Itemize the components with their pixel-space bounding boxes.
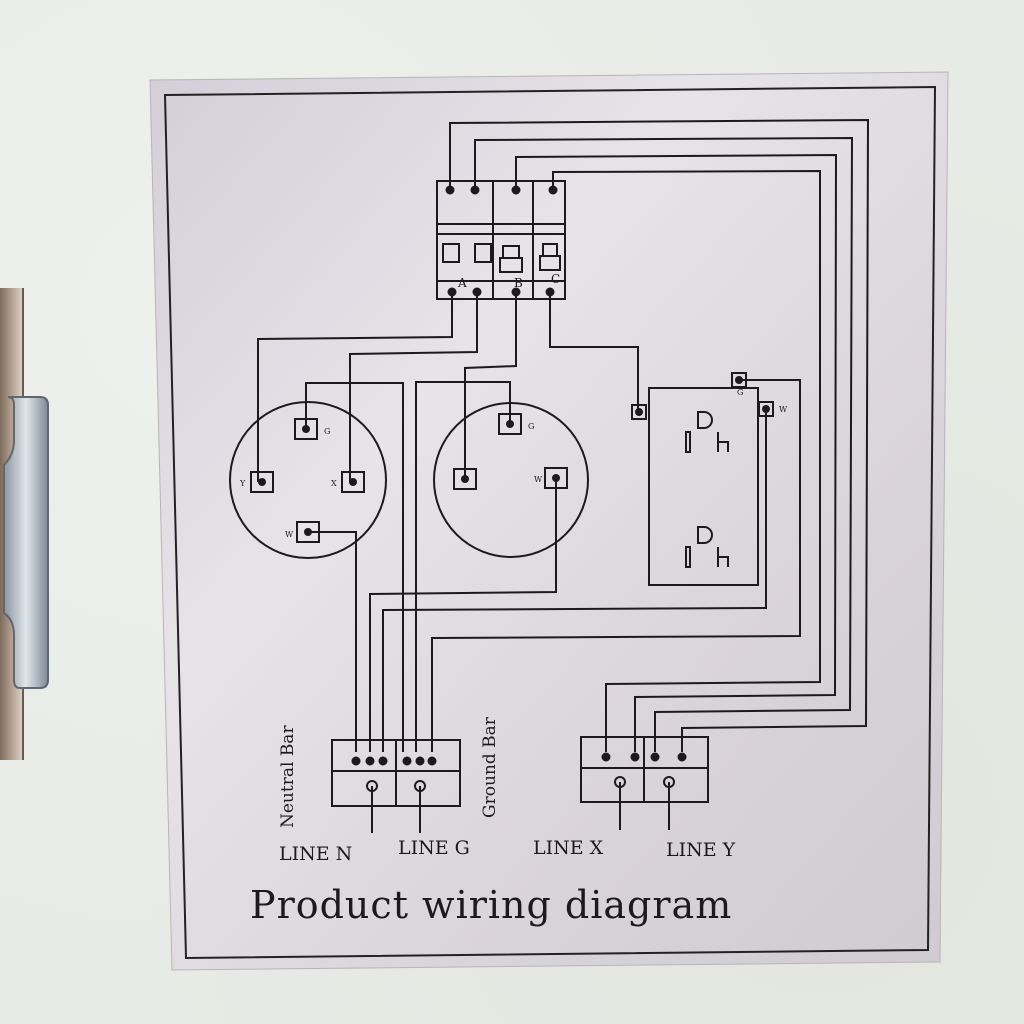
terminal-w-icon [296, 521, 320, 543]
breaker-label-c: C [551, 272, 560, 286]
terminal-x-icon [341, 471, 365, 493]
socket-left [229, 401, 387, 559]
sticker-border [163, 85, 937, 960]
duplex-outlet [631, 372, 774, 586]
circuit-breaker-block [436, 180, 566, 300]
terminal-g-icon [294, 418, 318, 440]
line-y-label: LINE Y [666, 839, 736, 861]
socket-middle-label-g: G [528, 422, 534, 431]
line-n-label: LINE N [279, 843, 352, 865]
breaker-label-a: A [457, 276, 467, 290]
breaker-label-b: B [514, 276, 523, 290]
socket-left-label-g: G [324, 427, 330, 436]
socket-left-label-w: W [285, 530, 294, 539]
terminal-g-icon [498, 413, 522, 435]
sticker-sheet [149, 71, 949, 971]
wire-group [257, 118, 870, 833]
ground-bar-label: Ground Bar [480, 716, 500, 818]
terminal-y-icon [250, 471, 274, 493]
socket-middle [433, 402, 589, 558]
socket-left-label-x: X [331, 479, 337, 488]
line-x-label: LINE X [533, 837, 604, 859]
diagram-title: Product wiring diagram [250, 883, 732, 927]
terminal-w-icon [544, 467, 568, 489]
neutral-ground-terminal-block [331, 739, 461, 807]
socket-middle-label-w: W [534, 475, 543, 484]
outlet-label-g: G [737, 388, 743, 397]
terminal-left-icon [453, 468, 477, 490]
outlet-label-w: W [779, 405, 788, 414]
socket-left-label-y: Y [239, 479, 246, 488]
line-xy-terminal-block [580, 736, 709, 803]
neutral-bar-label: Neutral Bar [278, 725, 298, 828]
door-latch-icon[interactable] [0, 395, 50, 690]
line-g-label: LINE G [398, 837, 470, 859]
